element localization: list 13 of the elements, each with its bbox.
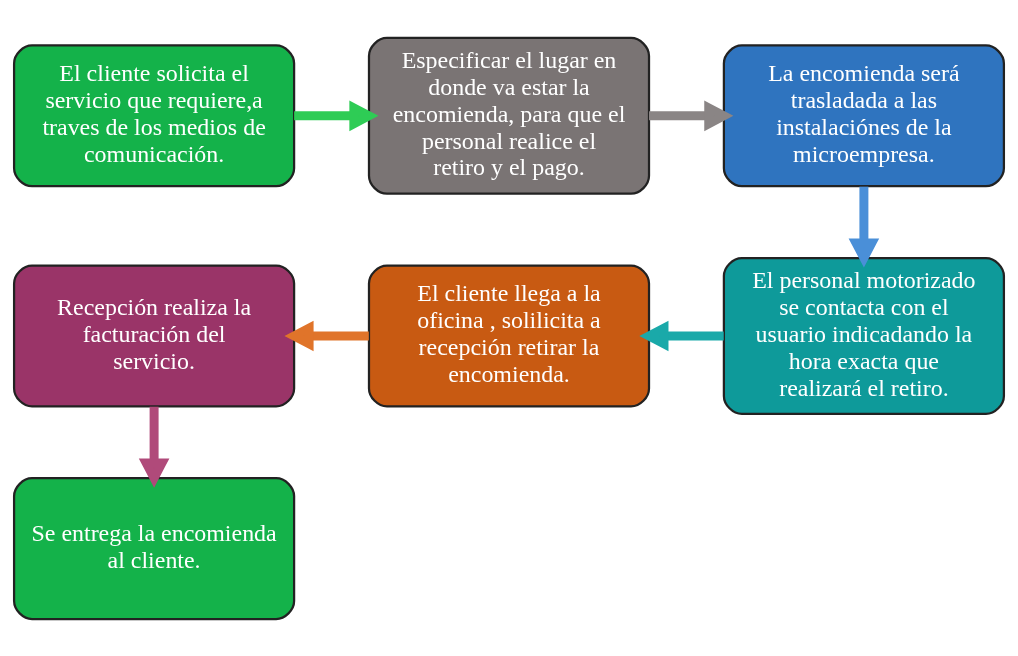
node-box: El personal motorizado se contacta con el usuario indicadando la hora exacta que realizará el retiro. <box>722 256 1006 415</box>
arrow <box>294 100 379 131</box>
node-box: El cliente llega a la oficina , solilicita a recepción retirar la encomienda. <box>367 264 651 407</box>
arrow <box>848 186 880 268</box>
node-box: Se entrega la encomienda al cliente. <box>12 476 296 620</box>
arrow <box>284 320 369 351</box>
node-box: El cliente solicita el servicio que requiere,a traves de los medios de comunicación. <box>12 43 296 187</box>
node-box: Especificar el lugar en donde va estar la encomienda, para que el personal realice el retiro y el pago. <box>367 36 651 195</box>
arrow <box>138 406 170 488</box>
arrow <box>649 100 734 131</box>
node-box: Recepción realiza la facturación del servicio. <box>12 264 296 407</box>
arrow <box>639 320 724 351</box>
node-box: La encomienda será trasladada a las instalaciónes de la microempresa. <box>722 43 1006 187</box>
